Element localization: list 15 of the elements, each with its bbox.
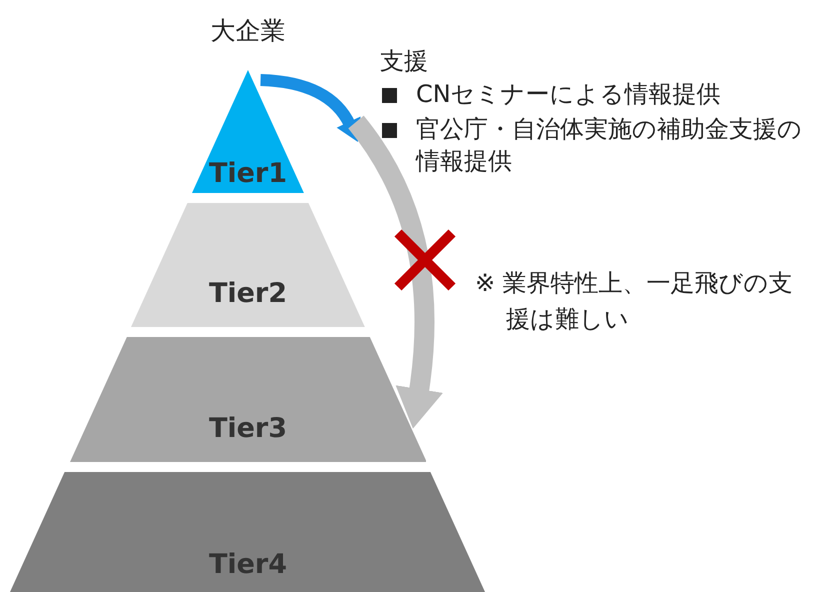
tier-label: Tier2 (208, 278, 288, 309)
arrow (260, 74, 360, 142)
tier-label: Tier4 (208, 549, 288, 580)
bullet-text: 官公庁・自治体実施の補助金支援の情報提供 (416, 114, 803, 177)
heading-text: 大企業 (210, 15, 286, 47)
arrow (348, 116, 443, 429)
heading-text: 支援 (380, 46, 428, 77)
pyramid-triangle (192, 70, 304, 193)
pyramid-band (131, 203, 365, 327)
tier-label: Tier3 (208, 413, 288, 444)
tier-label: Tier1 (208, 158, 288, 189)
note-text: ※ 業界特性上、一足飛びの支援は難しい (475, 268, 794, 335)
pyramid-band (70, 337, 426, 462)
bullet-text: CNセミナーによる情報提供 (416, 79, 722, 110)
pyramid-band (10, 472, 486, 592)
